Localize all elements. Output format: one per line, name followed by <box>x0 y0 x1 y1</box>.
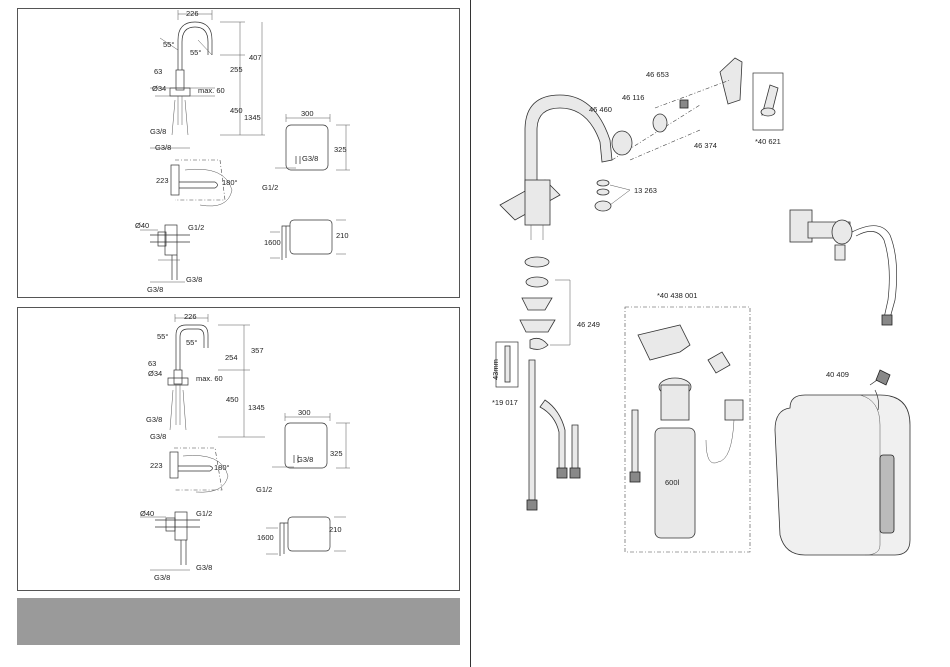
mid-dim-g38-2: G3/8 <box>150 432 166 441</box>
label-43mm: 43mm <box>491 359 500 380</box>
part-40438001: *40 438 001 <box>657 291 697 300</box>
part-46374: 46 374 <box>694 141 717 150</box>
dim-407: 407 <box>249 53 262 62</box>
mid-dim-300: 300 <box>298 408 311 417</box>
dim-angle-180: 180° <box>222 178 238 187</box>
dim-223: 223 <box>156 176 169 185</box>
dim-angle-right: 55° <box>190 48 201 57</box>
mid-dim-width-top: 226 <box>184 312 197 321</box>
dim-210: 210 <box>336 231 349 240</box>
part-46249: 46 249 <box>577 320 600 329</box>
mid-dim-max-60: max. 60 <box>196 374 223 383</box>
mid-dim-diameter-34: Ø34 <box>148 369 162 378</box>
mid-dim-g38-valve-b: G3/8 <box>154 573 170 582</box>
dim-g38-2: G3/8 <box>155 143 171 152</box>
dim-g38-1: G3/8 <box>150 127 166 136</box>
dimension-panel-middle <box>17 307 460 591</box>
mounting-kit-46249 <box>519 256 571 350</box>
mid-dim-g38-1: G3/8 <box>146 415 162 424</box>
valve-and-hose-assembly <box>789 209 898 326</box>
page-divider <box>470 0 471 667</box>
dim-325: 325 <box>334 145 347 154</box>
mid-dim-g12-box: G1/2 <box>256 485 272 494</box>
dim-g12-box: G1/2 <box>262 183 278 192</box>
supply-hoses <box>526 359 581 511</box>
mid-dim-angle-180: 180° <box>214 463 230 472</box>
boiler-unit <box>774 369 911 556</box>
mid-dim-g38-valve-a: G3/8 <box>196 563 212 572</box>
dim-300: 300 <box>301 109 314 118</box>
dim-63: 63 <box>154 67 162 76</box>
handle-option-box <box>752 72 784 131</box>
top-valve-assembly <box>140 224 190 283</box>
dim-255: 255 <box>230 65 243 74</box>
dim-diameter-34: Ø34 <box>152 84 166 93</box>
mid-dim-63: 63 <box>148 359 156 368</box>
mid-dim-diameter-40: Ø40 <box>140 509 154 518</box>
dim-g38-valve-b: G3/8 <box>147 285 163 294</box>
mid-dim-angle-right: 55° <box>186 338 197 347</box>
mid-dim-g12-valve: G1/2 <box>196 509 212 518</box>
part-13263: 13 263 <box>634 186 657 195</box>
mid-dim-g38-box: G3/8 <box>297 455 313 464</box>
filter-kit-box <box>624 306 751 553</box>
part-46653: 46 653 <box>646 70 669 79</box>
washers-13263 <box>594 179 631 212</box>
mid-dim-254: 254 <box>225 353 238 362</box>
mid-dim-223: 223 <box>150 461 163 470</box>
extension-19017 <box>495 341 519 388</box>
mid-dim-450: 450 <box>226 395 239 404</box>
part-46460: 46 460 <box>589 105 612 114</box>
mid-dim-210: 210 <box>329 525 342 534</box>
main-faucet-exploded <box>499 57 743 240</box>
mid-faucet-side-view <box>167 314 265 438</box>
mid-faucet-plan-view <box>169 447 229 493</box>
top-faucet-plan-view <box>170 159 233 207</box>
dim-width-top: 226 <box>186 9 199 18</box>
filter-label-600l: 600l <box>665 478 680 487</box>
dim-1345: 1345 <box>244 113 261 122</box>
dim-450: 450 <box>230 106 243 115</box>
dimension-panel-top <box>17 8 460 298</box>
dim-diameter-40: Ø40 <box>135 221 149 230</box>
mid-dim-325: 325 <box>330 449 343 458</box>
dim-1600: 1600 <box>264 238 281 247</box>
grey-footer-bar <box>17 598 460 645</box>
part-40621: *40 621 <box>755 137 781 146</box>
top-faucet-side-view <box>150 10 265 149</box>
dim-g12-valve: G1/2 <box>188 223 204 232</box>
mid-dim-1345: 1345 <box>248 403 265 412</box>
mid-valve-assembly <box>140 511 200 571</box>
dim-g38-box: G3/8 <box>302 154 318 163</box>
mid-dim-angle-left: 55° <box>157 332 168 341</box>
part-19017: *19 017 <box>492 398 518 407</box>
top-boiler-front-view <box>275 114 350 171</box>
mid-dim-1600: 1600 <box>257 533 274 542</box>
dim-g38-valve-a: G3/8 <box>186 275 202 284</box>
part-46116: 46 116 <box>622 93 644 102</box>
part-40409: 40 409 <box>826 370 849 379</box>
mid-dim-357: 357 <box>251 346 264 355</box>
dim-angle-left: 55° <box>163 40 174 49</box>
mid-boiler-side-view <box>266 516 346 556</box>
top-boiler-side-view <box>270 219 346 260</box>
dim-max-60: max. 60 <box>198 86 225 95</box>
mid-boiler-front-view <box>272 413 350 469</box>
